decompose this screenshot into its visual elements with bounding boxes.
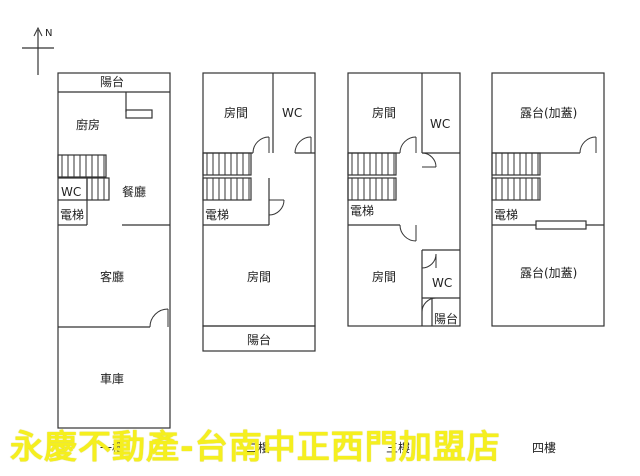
floor3-room-top-label: 房間 — [372, 105, 396, 120]
floor4-floor-label: 四樓 — [532, 440, 556, 455]
compass-label: N — [45, 28, 52, 39]
floor3-room-bottom-label: 房間 — [372, 269, 396, 284]
floor3-elevator-label: 電梯 — [350, 204, 374, 218]
floor3-wc-bottom-label: WC — [432, 276, 452, 290]
floor2-room-top-label: 房間 — [224, 105, 248, 120]
floor1-wc-label: WC — [61, 185, 81, 199]
floor1-garage-label: 車庫 — [100, 372, 124, 386]
floor1-dining-label: 餐廳 — [122, 184, 146, 199]
watermark-text: 永慶不動產-台南中正西門加盟店 — [10, 427, 501, 466]
floor2-room-main-label: 房間 — [247, 269, 271, 284]
floor1-plan — [57, 72, 171, 429]
floor3-stairs — [347, 152, 397, 201]
floor3-wc-top-label: WC — [430, 117, 450, 131]
floor3-balcony-label: 陽台 — [434, 311, 458, 326]
floor1-stairs-lower — [86, 177, 110, 201]
floor1-living-label: 客廳 — [100, 269, 124, 284]
north-arrow-icon — [22, 26, 54, 75]
floor2-balcony-label: 陽台 — [247, 332, 271, 347]
floor4-stairs — [491, 152, 541, 201]
floor2-elevator-label: 電梯 — [205, 208, 229, 222]
floor1-kitchen-label: 廚房 — [76, 117, 100, 132]
floor3-floor-label: 三樓 — [386, 440, 410, 455]
floor4-terrace-bottom-label: 露台(加蓋) — [520, 265, 577, 280]
floor2-stairs — [202, 152, 252, 201]
floor4-terrace-top-label: 露台(加蓋) — [520, 105, 577, 120]
floor2-floor-label: 二樓 — [246, 440, 270, 455]
floor1-balcony-label: 陽台 — [100, 74, 124, 89]
floor4-elevator-label: 電梯 — [494, 208, 518, 222]
floor1-stairs-upper — [57, 154, 107, 178]
floor1-floor-label: 一樓 — [100, 440, 124, 455]
floor1-elevator-label: 電梯 — [60, 208, 84, 222]
floor2-wc-label: WC — [282, 106, 302, 120]
